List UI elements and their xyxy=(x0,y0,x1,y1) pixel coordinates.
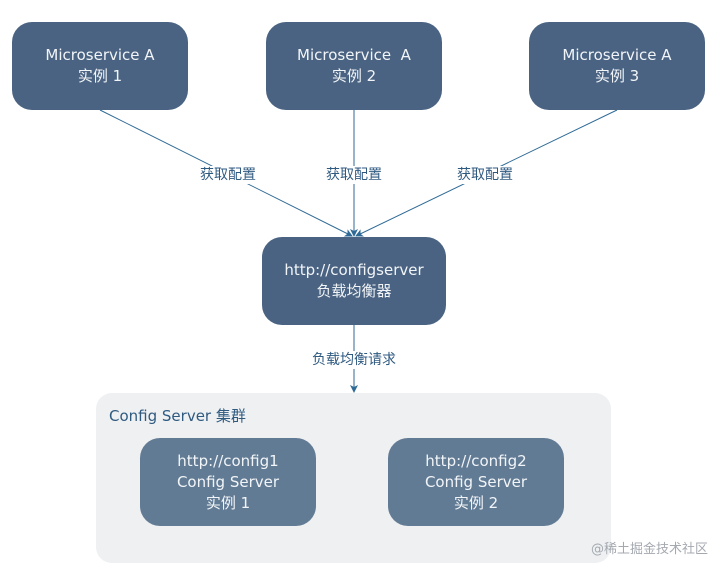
server-name: Config Server xyxy=(176,472,280,491)
client-name: Microservice A xyxy=(45,46,155,64)
load-balancer-node[interactable]: http://configserver 负载均衡器 xyxy=(262,237,446,325)
client-instance: 实例 1 xyxy=(77,67,123,85)
client-name: Microservice A xyxy=(562,46,672,64)
load-balancer-url: http://configserver xyxy=(284,261,424,279)
client-node-3[interactable]: Microservice A 实例 3 xyxy=(529,22,705,110)
server-name: Config Server xyxy=(424,472,528,491)
config-server-node-1[interactable]: http://config1 Config Server 实例 1 xyxy=(140,438,316,526)
edge-label-lb-request: 负载均衡请求 xyxy=(310,351,398,369)
server-instance: 实例 2 xyxy=(453,493,499,512)
client-instance: 实例 3 xyxy=(594,67,640,85)
client-node-1[interactable]: Microservice A 实例 1 xyxy=(12,22,188,110)
client-name: Microservice A xyxy=(297,46,411,64)
edge-label-fetch-config-2: 获取配置 xyxy=(324,166,384,184)
server-url: http://config2 xyxy=(425,451,527,470)
load-balancer-label: 负载均衡器 xyxy=(316,282,392,300)
server-instance: 实例 1 xyxy=(205,493,251,512)
server-url: http://config1 xyxy=(177,451,279,470)
client-node-2[interactable]: Microservice A 实例 2 xyxy=(266,22,442,110)
client-instance: 实例 2 xyxy=(331,67,377,85)
watermark: @稀土掘金技术社区 xyxy=(590,542,708,557)
config-server-node-2[interactable]: http://config2 Config Server 实例 2 xyxy=(388,438,564,526)
edge-label-fetch-config-3: 获取配置 xyxy=(455,166,515,184)
edge-label-fetch-config-1: 获取配置 xyxy=(198,166,258,184)
cluster-title: Config Server 集群 xyxy=(109,407,246,425)
